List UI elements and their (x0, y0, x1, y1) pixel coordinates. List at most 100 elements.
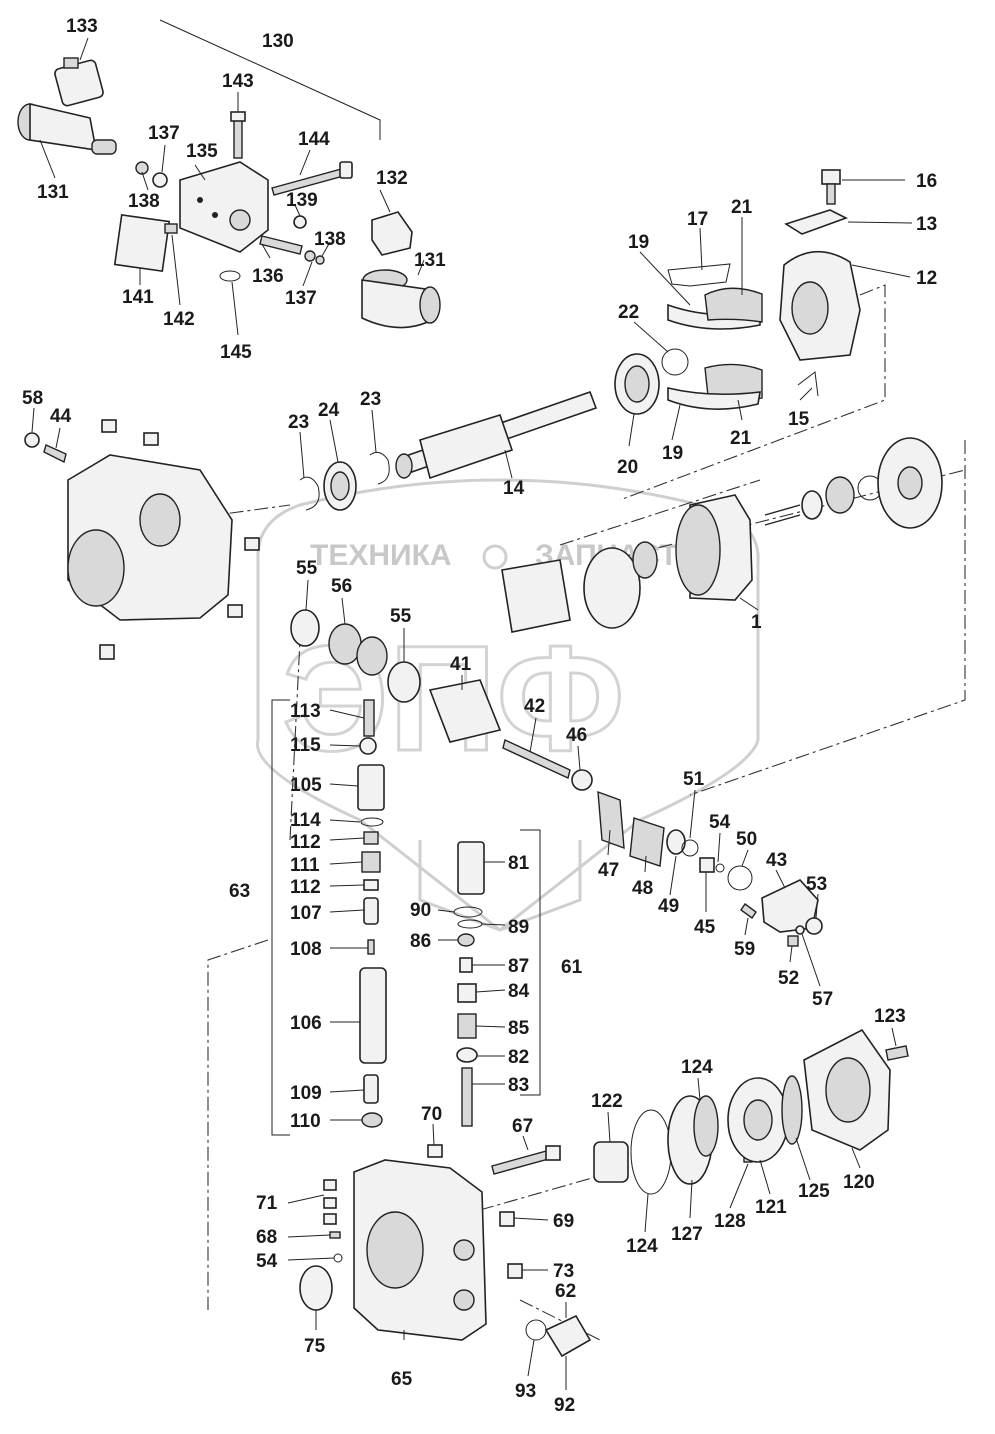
oring-54a (715, 863, 725, 873)
plug-142 (164, 223, 178, 234)
piston-47 (597, 790, 625, 850)
nut-58 (24, 432, 40, 448)
label-70: 70 (421, 1104, 442, 1125)
label-19a: 19 (628, 232, 649, 253)
shaft-group (299, 390, 598, 511)
label-48: 48 (632, 878, 653, 899)
label-123: 123 (874, 1006, 906, 1027)
plug-top-b (143, 432, 159, 446)
label-107: 107 (290, 903, 322, 924)
label-141: 141 (122, 287, 154, 308)
oring-54b (333, 1253, 343, 1263)
label-92: 92 (554, 1395, 575, 1416)
solenoid-group (17, 57, 441, 329)
spool-106 (359, 967, 387, 1064)
label-14: 14 (503, 478, 525, 499)
spool-83 (461, 1067, 473, 1127)
label-84: 84 (508, 981, 530, 1002)
swashplate-bore (791, 281, 829, 335)
gasket-141 (113, 213, 171, 273)
end-cover-group (299, 1144, 592, 1358)
label-136: 136 (252, 266, 284, 287)
charge-pump-group (593, 1028, 909, 1195)
spring-111 (361, 851, 381, 873)
oring-114 (360, 817, 384, 827)
pin-42 (502, 739, 571, 779)
centerline-c (619, 284, 886, 501)
bearing-21a (704, 287, 763, 323)
label-139: 139 (286, 190, 318, 211)
label-144: 144 (298, 129, 330, 150)
bolt-52 (787, 935, 799, 947)
label-57: 57 (812, 989, 833, 1010)
spring-85 (457, 1013, 477, 1039)
bearing-20-inner (624, 365, 650, 403)
plug-138a (135, 161, 149, 175)
bolt-head-67 (545, 1145, 561, 1161)
washer-57 (795, 925, 805, 935)
body-81 (457, 841, 485, 895)
label-41: 41 (450, 654, 472, 675)
label-45: 45 (694, 917, 716, 938)
plug-87 (459, 957, 473, 973)
label-51: 51 (683, 769, 705, 790)
label-137b: 137 (285, 288, 317, 309)
rotating-group (290, 437, 943, 779)
coil-body-131a (29, 102, 97, 151)
label-130: 130 (262, 31, 294, 52)
centerline-d (689, 440, 966, 796)
plug-side-b (227, 604, 243, 618)
label-71: 71 (256, 1193, 278, 1214)
oring-145 (219, 270, 241, 282)
body-105 (357, 764, 385, 811)
label-143: 143 (222, 71, 254, 92)
valve-plate-hole (897, 466, 923, 500)
label-121: 121 (755, 1197, 787, 1218)
sleeve-109 (363, 1074, 379, 1104)
plug-139 (293, 215, 307, 229)
label-131a: 131 (37, 182, 69, 203)
label-17: 17 (687, 209, 708, 230)
plug-45 (699, 857, 715, 873)
centerline-i (559, 479, 761, 546)
gear-housing-hole (743, 1099, 773, 1141)
label-114: 114 (290, 810, 321, 831)
seal-125 (781, 1075, 803, 1145)
label-65: 65 (391, 1369, 413, 1390)
label-22: 22 (618, 302, 639, 323)
label-133: 133 (66, 16, 98, 37)
plug-110 (361, 1112, 383, 1128)
label-53: 53 (806, 874, 827, 895)
connector-plug-133 (54, 59, 104, 107)
label-42: 42 (524, 696, 545, 717)
label-19b: 19 (662, 443, 683, 464)
label-46: 46 (566, 725, 587, 746)
label-131b: 131 (414, 250, 446, 271)
nut-53 (805, 917, 823, 935)
relief-valve-group (357, 699, 387, 1128)
centerline-e (207, 939, 269, 1310)
swashplate-group (614, 169, 861, 415)
label-55b: 55 (390, 606, 412, 627)
group-line-61 (520, 829, 541, 1096)
retainer-plate (583, 547, 641, 629)
plug-73 (507, 1263, 523, 1279)
label-113: 113 (290, 701, 321, 722)
label-54a: 54 (709, 812, 731, 833)
watermark-shield (255, 478, 760, 932)
label-20: 20 (617, 457, 638, 478)
circlip-23b (369, 451, 390, 485)
label-44: 44 (50, 406, 72, 427)
label-120: 120 (843, 1172, 875, 1193)
label-142: 142 (163, 309, 195, 330)
seat-82 (456, 1047, 478, 1063)
housing-bore (67, 529, 125, 607)
label-128: 128 (714, 1211, 746, 1232)
plug-71c (323, 1213, 337, 1225)
pin-15 (797, 371, 819, 397)
plug-92 (544, 1314, 592, 1358)
plug-86 (457, 933, 475, 947)
plug-71a (323, 1179, 337, 1191)
label-90: 90 (410, 900, 431, 921)
